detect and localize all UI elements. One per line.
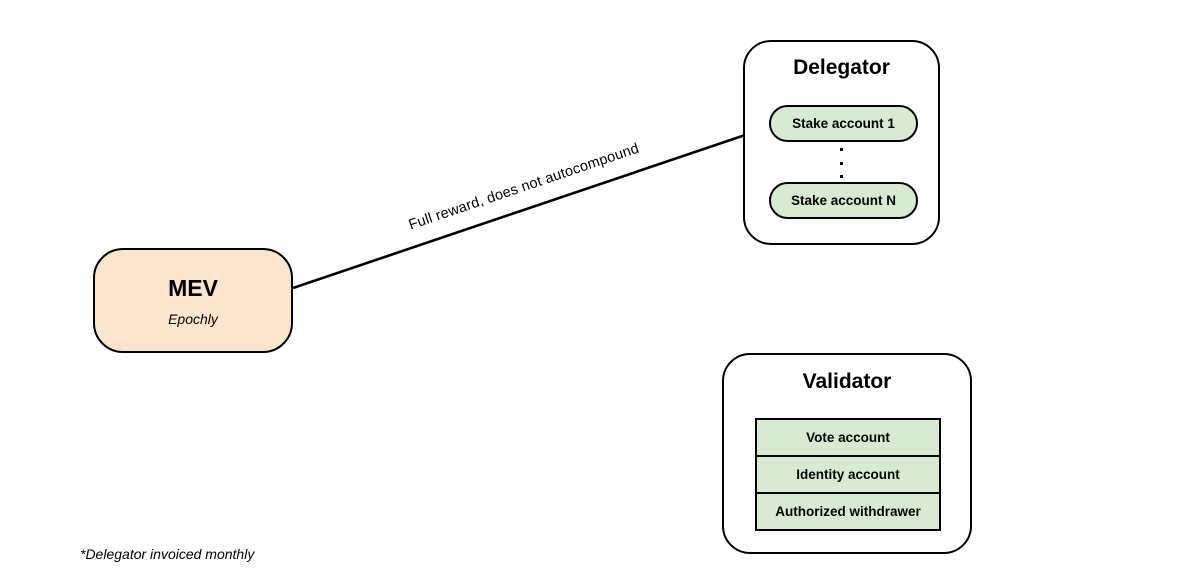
delegator-node: Delegator Stake account 1 Stake account … (743, 40, 940, 245)
authorized-withdrawer-cell: Authorized withdrawer (755, 492, 941, 531)
stake-account-1-pill: Stake account 1 (769, 105, 918, 142)
mev-node: MEV Epochly (93, 248, 293, 353)
stake-account-n-pill: Stake account N (769, 182, 918, 219)
arrow-label: Full reward, does not autocompound (406, 140, 642, 234)
mev-subtitle: Epochly (168, 310, 218, 327)
vertical-ellipsis-icon (745, 148, 938, 178)
identity-account-cell: Identity account (755, 455, 941, 494)
mev-title: MEV (168, 274, 218, 301)
validator-node: Validator Vote account Identity account … (722, 353, 972, 554)
validator-title: Validator (802, 370, 892, 393)
validator-account-table: Vote account Identity account Authorized… (755, 418, 941, 531)
footnote: *Delegator invoiced monthly (80, 546, 255, 562)
delegator-title: Delegator (793, 56, 890, 79)
vote-account-cell: Vote account (755, 418, 941, 457)
